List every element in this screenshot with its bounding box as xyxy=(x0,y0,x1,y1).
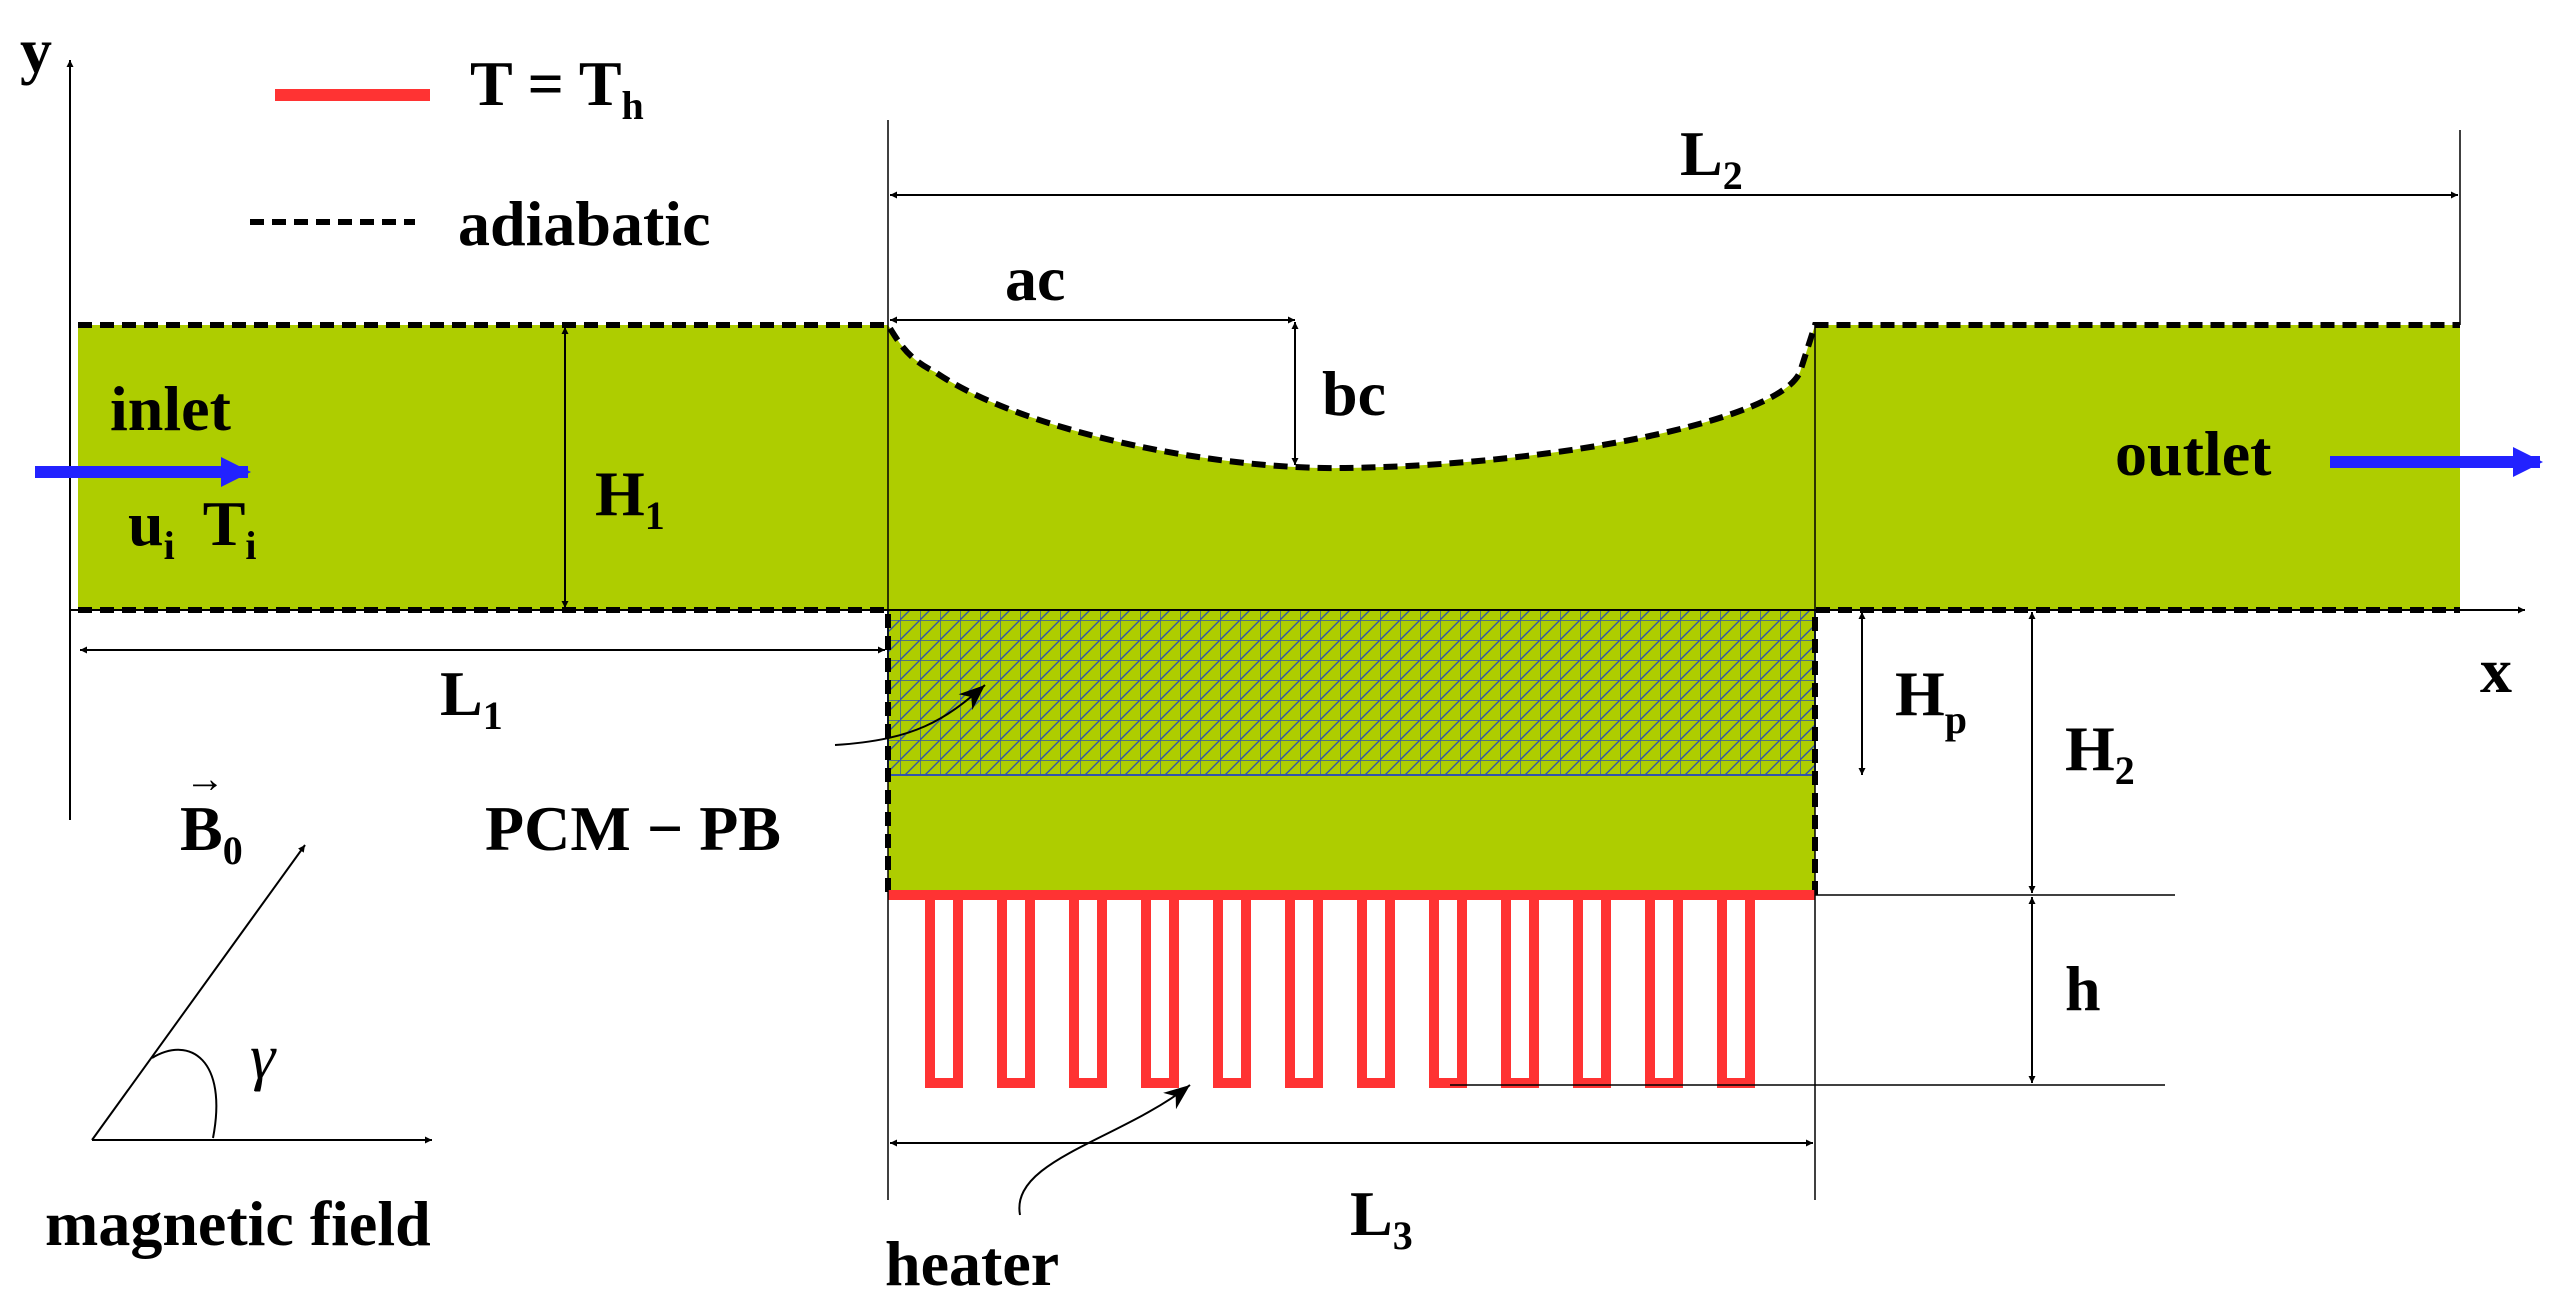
inlet-label: inlet xyxy=(110,373,232,444)
pcm-label: PCM − PB xyxy=(485,793,781,864)
heater-label: heater xyxy=(885,1228,1059,1299)
magnetic-B-vector-arrow: → xyxy=(185,756,225,801)
legend-adiabatic-label: adiabatic xyxy=(458,188,710,259)
magnetic-field-symbol xyxy=(91,844,432,1144)
x-axis-label: x xyxy=(2480,635,2512,706)
magnetic-field-label: magnetic field xyxy=(45,1188,431,1259)
dim-h-label: h xyxy=(2065,953,2101,1024)
outlet-label: outlet xyxy=(2115,418,2272,489)
magnetic-angle-label: γ xyxy=(250,1021,277,1092)
dim-Hp-label: Hp xyxy=(1895,658,1967,742)
y-axis-label: y xyxy=(20,15,52,86)
dimension-lines xyxy=(80,191,2458,1147)
dim-ac-label: ac xyxy=(1005,243,1065,314)
coordinate-axes xyxy=(66,60,2525,820)
dim-H1-label: H1 xyxy=(595,458,665,538)
heater-fins xyxy=(925,890,1755,1088)
dim-bc-label: bc xyxy=(1322,358,1386,429)
dim-L1-label: L1 xyxy=(440,658,503,738)
legend-heated-label: T = Th xyxy=(470,48,644,128)
magnetic-B-label: B0 xyxy=(180,793,243,873)
heater-leader-line xyxy=(1018,1084,1191,1216)
heater-element xyxy=(888,890,1815,1088)
dim-H2-label: H2 xyxy=(2065,713,2135,793)
pcm-porous-block xyxy=(887,609,1816,776)
dim-L2-label: L2 xyxy=(1680,118,1743,198)
pcm-leader-line xyxy=(834,684,986,746)
dim-L3-label: L3 xyxy=(1350,1178,1413,1258)
